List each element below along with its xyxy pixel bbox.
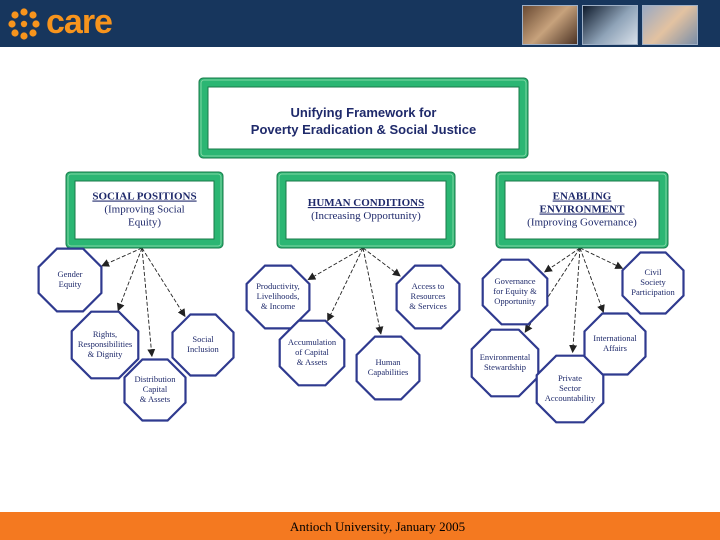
octagon-label: & Assets — [140, 394, 170, 404]
connector-arrow — [579, 247, 624, 269]
photo-child-3 — [642, 5, 698, 45]
octagon-label: & Assets — [297, 357, 327, 367]
connector-arrow — [362, 247, 384, 335]
pillar-subtitle: (Increasing Opportunity) — [311, 210, 421, 222]
connector-arrow — [141, 247, 186, 318]
octagon-node: Rights,Responsibilities& Dignity — [70, 310, 140, 380]
octagon-label: Resources — [411, 291, 446, 301]
connector-arrow — [543, 247, 581, 273]
connector-arrow — [569, 247, 581, 354]
octagon-node: Productivity,Livelihoods,& Income — [245, 264, 311, 330]
title-text: Unifying Framework for — [291, 105, 437, 120]
footer-bar: Antioch University, January 2005 — [0, 512, 720, 540]
octagon-label: Access to — [412, 281, 445, 291]
octagon-label: Accumulation — [288, 337, 337, 347]
pillar-heading: HUMAN CONDITIONS — [308, 197, 424, 209]
pillar-heading: ENVIRONMENT — [540, 204, 626, 216]
connector-arrow — [307, 247, 364, 281]
care-logo[interactable]: care — [4, 3, 134, 44]
octagon-label: Livelihoods, — [257, 291, 300, 301]
octagon-label: Gender — [57, 269, 82, 279]
pillar-subtitle: Equity) — [128, 217, 161, 229]
octagon-label: Social — [192, 334, 214, 344]
octagon-label: Capital — [143, 384, 168, 394]
octagon-label: Society — [640, 277, 666, 287]
footer-text: Antioch University, January 2005 — [289, 519, 466, 534]
octagon-label: Private — [558, 373, 582, 383]
octagon-label: Stewardship — [484, 362, 526, 372]
title-text: Poverty Eradication & Social Justice — [251, 122, 476, 137]
octagon-label: Inclusion — [187, 344, 219, 354]
octagon-label: Affairs — [603, 343, 627, 353]
octagon-label: Accountability — [545, 393, 596, 403]
octagon-label: Opportunity — [494, 296, 536, 306]
photo-child-2 — [582, 5, 638, 45]
octagon-label: Governance — [494, 276, 535, 286]
pillar-heading: SOCIAL POSITIONS — [92, 191, 196, 203]
octagon-label: & Dignity — [88, 349, 123, 359]
octagon-label: International — [593, 333, 637, 343]
connector-arrow — [141, 247, 156, 358]
octagon-label: for Equity & — [493, 286, 537, 296]
octagon-label: Civil — [644, 267, 662, 277]
care-logo-text: care — [46, 3, 113, 41]
octagon-label: Environmental — [480, 352, 531, 362]
connector-arrow — [101, 247, 143, 267]
octagon-label: Capabilities — [368, 367, 409, 377]
pillar-box-1: HUMAN CONDITIONS(Increasing Opportunity) — [276, 171, 456, 249]
photo-child-1 — [522, 5, 578, 45]
octagon-label: of Capital — [295, 347, 329, 357]
connector-arrow — [579, 247, 605, 313]
octagon-label: Participation — [631, 287, 675, 297]
octagon-label: Responsibilities — [78, 339, 132, 349]
octagon-label: & Income — [261, 301, 295, 311]
octagon-label: Distribution — [134, 374, 176, 384]
connector-arrow — [362, 247, 401, 277]
pillar-subtitle: (Improving Social — [104, 204, 184, 216]
connector-arrow — [524, 247, 581, 333]
pillar-heading: ENABLING — [553, 191, 612, 203]
connector-arrow — [116, 247, 143, 312]
octagon-label: Rights, — [93, 329, 117, 339]
octagon-label: Sector — [559, 383, 581, 393]
octagon-label: & Services — [409, 301, 447, 311]
care-logo-icon — [8, 8, 40, 40]
octagon-label: Equity — [59, 279, 82, 289]
header-bar: care — [0, 0, 720, 47]
octagon-label: Human — [375, 357, 401, 367]
octagon-label: Productivity, — [256, 281, 300, 291]
connector-arrow — [327, 247, 364, 322]
pillar-subtitle: (Improving Governance) — [527, 217, 637, 229]
